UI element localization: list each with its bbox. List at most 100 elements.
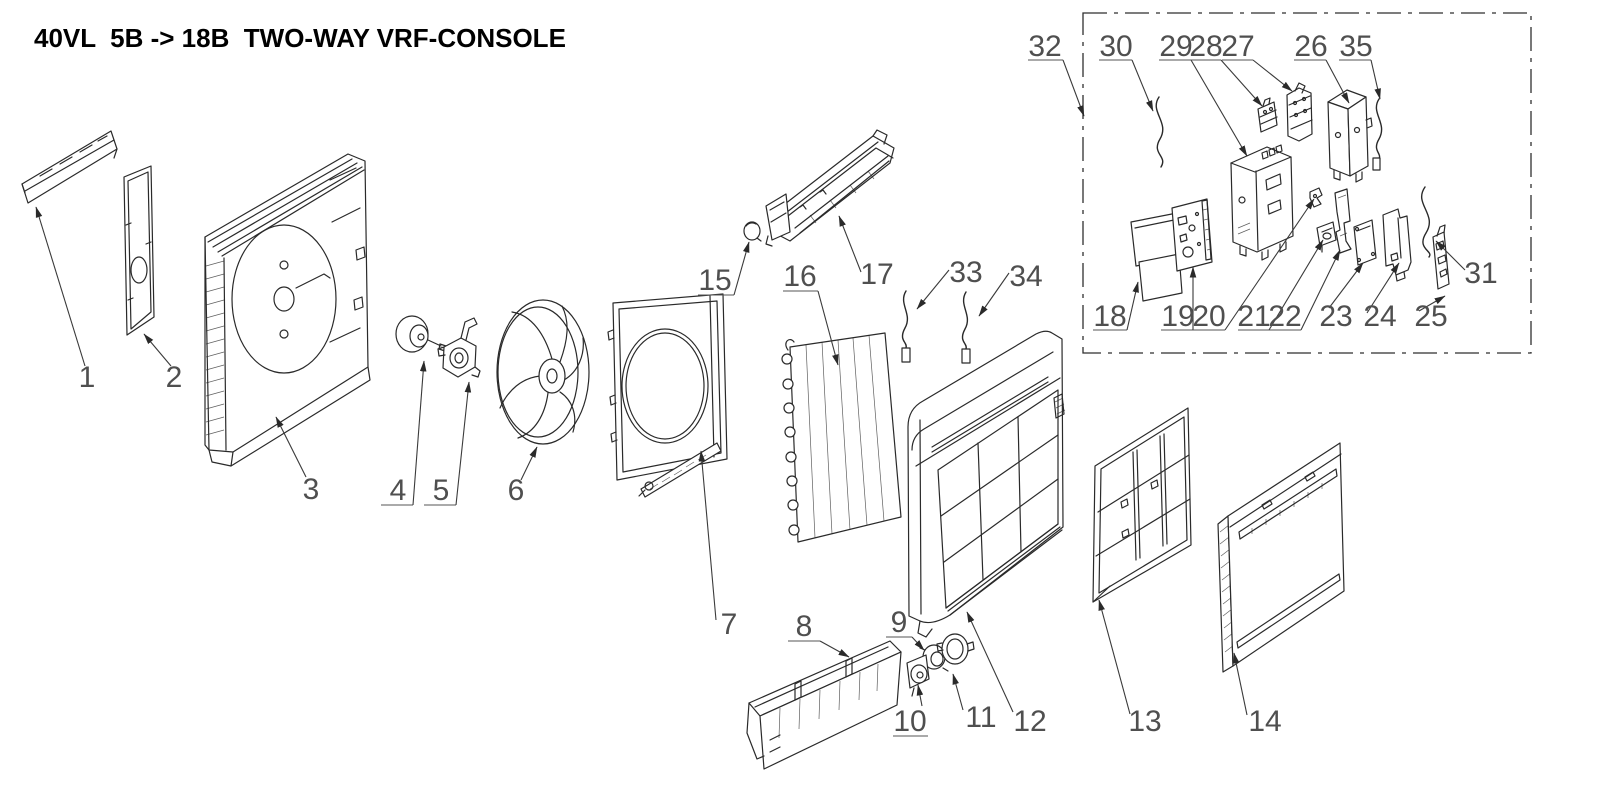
part-1-installation-plate <box>21 130 118 204</box>
callout-7: 7 <box>698 450 738 641</box>
part-3-rear-chassis <box>204 153 371 467</box>
part-label-29: 29 <box>1159 30 1192 63</box>
part-19-control-pcb <box>1171 198 1213 272</box>
part-label-3: 3 <box>303 473 320 506</box>
part-34-thermistor-wire <box>961 291 971 364</box>
callout-20: 20 <box>1192 198 1315 333</box>
part-11-motor-grommet <box>936 633 975 665</box>
part-label-32: 32 <box>1028 30 1061 63</box>
part-label-5: 5 <box>433 474 450 507</box>
part-label-2: 2 <box>166 361 183 394</box>
callout-18: 18 <box>1093 281 1139 333</box>
callout-14: 14 <box>1232 652 1282 738</box>
part-label-6: 6 <box>508 474 525 507</box>
callout-28: 28 <box>1189 30 1263 107</box>
part-21-relay-box <box>1316 221 1337 253</box>
callout-32: 32 <box>1028 30 1085 117</box>
part-label-8: 8 <box>796 610 813 643</box>
part-13-air-filter <box>1092 407 1192 603</box>
callout-27: 27 <box>1221 30 1293 92</box>
part-label-15: 15 <box>698 264 731 297</box>
callout-3: 3 <box>275 416 320 506</box>
callout-26: 26 <box>1294 30 1350 104</box>
callout-16: 16 <box>783 260 839 366</box>
callout-2: 2 <box>143 333 183 394</box>
part-label-9: 9 <box>891 606 908 639</box>
part-label-34: 34 <box>1009 260 1042 293</box>
callout-24: 24 <box>1363 262 1400 333</box>
part-31-wire-harness-right <box>1420 186 1431 258</box>
electrical-group-outline <box>1082 12 1532 354</box>
part-label-18: 18 <box>1093 300 1126 333</box>
part-26-box-cover <box>1327 89 1373 183</box>
part-label-14: 14 <box>1248 705 1281 738</box>
part-30-wire-harness <box>1155 96 1164 168</box>
callout-21: 21 <box>1237 239 1324 333</box>
callout-19: 19 <box>1161 266 1197 333</box>
part-label-25: 25 <box>1414 300 1447 333</box>
part-label-19: 19 <box>1161 300 1194 333</box>
part-4-fan-motor <box>395 315 447 353</box>
part-8-drain-pan-assembly <box>746 640 902 770</box>
part-7-fan-orifice-panel <box>607 293 728 498</box>
callout-10: 10 <box>893 684 928 738</box>
part-label-13: 13 <box>1128 705 1161 738</box>
part-label-4: 4 <box>390 474 407 507</box>
callout-35: 35 <box>1339 30 1381 100</box>
part-label-33: 33 <box>949 256 982 289</box>
callout-4: 4 <box>381 360 427 507</box>
part-label-7: 7 <box>721 608 738 641</box>
part-label-31: 31 <box>1464 257 1497 290</box>
part-27-terminal-block <box>1286 82 1313 142</box>
part-16-heat-exchanger <box>781 332 902 543</box>
part-24-support-bracket <box>1382 208 1412 282</box>
part-label-35: 35 <box>1339 30 1372 63</box>
callout-30: 30 <box>1099 30 1154 112</box>
part-22-mounting-bracket <box>1334 188 1352 254</box>
part-20-sensor-clip <box>1309 187 1323 208</box>
part-label-17: 17 <box>860 258 893 291</box>
part-25-display-pcb <box>1432 224 1450 290</box>
part-28-terminal-block-small <box>1257 97 1278 133</box>
part-35-sensor-wire <box>1372 98 1383 171</box>
callout-17: 17 <box>838 215 894 291</box>
callout-12: 12 <box>966 611 1047 738</box>
part-label-28: 28 <box>1189 30 1222 63</box>
part-label-21: 21 <box>1237 300 1270 333</box>
part-14-front-panel <box>1217 442 1345 673</box>
part-12-front-frame <box>907 330 1066 638</box>
part-label-12: 12 <box>1013 705 1046 738</box>
part-label-1: 1 <box>79 361 96 394</box>
callout-11: 11 <box>952 673 997 734</box>
part-label-16: 16 <box>783 260 816 293</box>
part-label-11: 11 <box>965 701 996 734</box>
part-10-step-motor <box>906 654 930 697</box>
callout-33: 33 <box>916 256 983 310</box>
part-17-air-outlet-assembly <box>765 129 895 247</box>
part-label-30: 30 <box>1099 30 1132 63</box>
part-label-27: 27 <box>1221 30 1254 63</box>
callout-34: 34 <box>978 260 1043 317</box>
callout-6: 6 <box>508 446 538 507</box>
part-6-turbo-fan <box>496 299 590 445</box>
callout-8: 8 <box>788 610 850 658</box>
part-label-26: 26 <box>1294 30 1327 63</box>
callout-5: 5 <box>424 381 472 507</box>
callout-29: 29 <box>1159 30 1248 157</box>
callout-1: 1 <box>35 206 96 394</box>
part-label-22: 22 <box>1268 300 1301 333</box>
callout-22: 22 <box>1268 249 1341 333</box>
part-label-10: 10 <box>893 705 926 738</box>
callout-25: 25 <box>1414 295 1448 333</box>
part-15-cap <box>743 221 762 242</box>
callout-15: 15 <box>698 241 750 297</box>
callout-9: 9 <box>886 606 925 651</box>
diagram-title: 40VL 5B -> 18B TWO-WAY VRF-CONSOLE <box>34 23 566 53</box>
part-5-motor-mount <box>437 317 481 378</box>
part-label-24: 24 <box>1363 300 1396 333</box>
part-23-terminal-pcb <box>1353 219 1377 266</box>
callout-13: 13 <box>1098 599 1162 738</box>
part-33-thermistor-wire <box>901 290 911 363</box>
part-label-20: 20 <box>1192 300 1225 333</box>
